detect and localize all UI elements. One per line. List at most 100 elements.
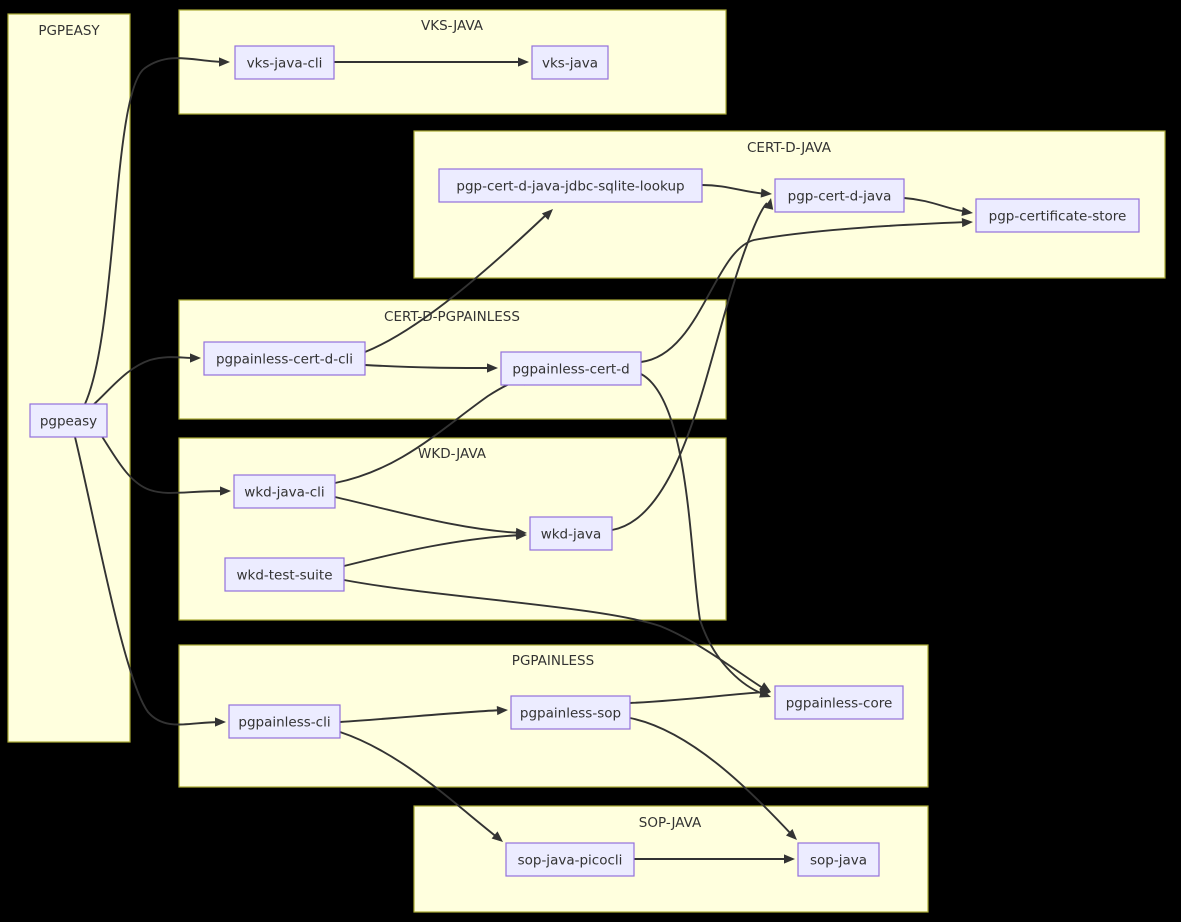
cluster-label-wkd_java: WKD-JAVA xyxy=(418,446,487,462)
node-box-pgpeasy[interactable] xyxy=(29,403,108,438)
node-label-pgp-cert-d-java-jdbc-sqlite-lookup: pgp-cert-d-java-jdbc-sqlite-lookup xyxy=(456,179,684,195)
node-box-sop-java[interactable] xyxy=(797,842,880,877)
edge-pgpainless-cli-to-pgpainless-sop xyxy=(339,705,508,723)
node-wkd-test-suite[interactable]: wkd-test-suite xyxy=(224,557,345,592)
edge-arrowhead xyxy=(219,57,230,67)
cluster-label-cert_d_pgpainless: CERT-D-PGPAINLESS xyxy=(384,309,520,325)
node-pgp-cert-d-java[interactable]: pgp-cert-d-java xyxy=(774,178,905,213)
node-box-wkd-test-suite[interactable] xyxy=(224,557,345,592)
node-label-vks-java: vks-java xyxy=(542,56,598,72)
cluster-wkd_java: WKD-JAVA xyxy=(178,437,727,621)
edge-line xyxy=(84,57,226,405)
edge-arrowhead xyxy=(496,705,508,716)
edge-arrowhead xyxy=(764,198,774,210)
edge-line xyxy=(629,691,767,704)
node-pgpainless-cli[interactable]: pgpainless-cli xyxy=(228,704,341,739)
edge-line xyxy=(343,534,523,567)
edge-arrowhead xyxy=(961,217,973,228)
nodes-layer: pgpeasy vks-java-cli vks-java pgp-cert-d-ja… xyxy=(29,45,1140,877)
node-pgpainless-cert-d-cli[interactable]: pgpainless-cert-d-cli xyxy=(203,341,366,376)
edge-pgpainless-sop-to-sop-java xyxy=(629,717,797,840)
node-pgp-cert-d-java-jdbc-sqlite-lookup[interactable]: pgp-cert-d-java-jdbc-sqlite-lookup xyxy=(438,168,703,203)
edge-line xyxy=(364,212,549,353)
node-pgpainless-core[interactable]: pgpainless-core xyxy=(774,685,904,720)
edge-line xyxy=(629,717,793,836)
node-box-pgpainless-core[interactable] xyxy=(774,685,904,720)
node-box-wkd-java[interactable] xyxy=(529,516,613,551)
edge-wkd-java-to-pgp-cert-d-java xyxy=(611,198,774,531)
edge-line xyxy=(339,731,499,839)
node-box-pgp-cert-d-java-jdbc-sqlite-lookup[interactable] xyxy=(438,168,703,203)
edge-arrowhead xyxy=(759,687,771,698)
edge-arrowhead xyxy=(541,209,553,220)
node-vks-java[interactable]: vks-java xyxy=(531,45,609,80)
edge-arrowhead xyxy=(785,828,797,840)
edge-arrowhead xyxy=(220,486,231,496)
node-label-sop-java: sop-java xyxy=(810,853,867,869)
node-box-vks-java[interactable] xyxy=(531,45,609,80)
node-box-sop-java-picocli[interactable] xyxy=(505,842,635,877)
node-pgpeasy[interactable]: pgpeasy xyxy=(29,403,108,438)
node-box-pgp-cert-d-java[interactable] xyxy=(774,178,905,213)
edge-line xyxy=(640,221,969,363)
edge-line xyxy=(74,436,222,726)
node-label-pgp-cert-d-java: pgp-cert-d-java xyxy=(788,189,892,205)
edge-line xyxy=(640,373,767,696)
edge-arrowhead xyxy=(491,831,503,842)
node-label-wkd-java-cli: wkd-java-cli xyxy=(244,485,324,501)
edge-line xyxy=(611,202,768,531)
node-box-pgpainless-cli[interactable] xyxy=(228,704,341,739)
node-box-pgpainless-sop[interactable] xyxy=(510,695,631,730)
edge-arrowhead xyxy=(190,353,201,363)
edge-line xyxy=(91,356,197,407)
cluster-pgpeasy: PGPEASY xyxy=(7,13,131,743)
edge-arrowhead xyxy=(515,530,527,540)
node-label-sop-java-picocli: sop-java-picocli xyxy=(518,853,623,869)
edge-line xyxy=(339,709,504,723)
cluster-label-vks_java: VKS-JAVA xyxy=(421,18,484,34)
edge-pgpeasy-to-vks-java-cli xyxy=(84,57,230,405)
node-label-pgpainless-cert-d-cli: pgpainless-cert-d-cli xyxy=(216,352,353,368)
edge-pgpeasy-to-wkd-java-cli xyxy=(94,425,231,496)
node-pgp-certificate-store[interactable]: pgp-certificate-store xyxy=(975,198,1140,233)
node-box-pgpainless-cert-d[interactable] xyxy=(500,351,642,386)
edge-arrowhead xyxy=(487,363,498,373)
edge-arrowhead xyxy=(784,854,795,864)
node-label-wkd-java: wkd-java xyxy=(541,527,602,543)
node-label-vks-java-cli: vks-java-cli xyxy=(247,56,323,72)
edge-line xyxy=(94,425,227,494)
edge-arrowhead xyxy=(518,57,529,67)
cluster-label-pgpeasy: PGPEASY xyxy=(38,23,100,39)
node-label-wkd-test-suite: wkd-test-suite xyxy=(236,568,332,584)
node-box-pgp-certificate-store[interactable] xyxy=(975,198,1140,233)
cluster-label-sop_java: SOP-JAVA xyxy=(639,815,702,831)
edge-pgpainless-sop-to-pgpainless-core xyxy=(629,687,771,704)
node-wkd-java[interactable]: wkd-java xyxy=(529,516,613,551)
node-box-wkd-java-cli[interactable] xyxy=(233,474,336,509)
edge-sop-java-picocli-to-sop-java xyxy=(634,854,795,864)
node-label-pgpainless-sop: pgpainless-sop xyxy=(520,706,621,722)
edge-pgpeasy-to-pgpainless-cli xyxy=(74,436,226,727)
node-vks-java-cli[interactable]: vks-java-cli xyxy=(234,45,335,80)
cluster-label-cert_d_java: CERT-D-JAVA xyxy=(747,140,832,156)
edge-vks-java-cli-to-vks-java xyxy=(334,57,529,67)
edge-pgp-cert-d-java-jdbc-sqlite-lookup-to-pgp-cert-d-java xyxy=(701,184,772,198)
edge-wkd-test-suite-to-wkd-java xyxy=(343,530,527,567)
node-pgpainless-sop[interactable]: pgpainless-sop xyxy=(510,695,631,730)
cluster-box-wkd_java xyxy=(178,437,727,621)
edge-arrowhead xyxy=(215,717,226,727)
node-box-pgpainless-cert-d-cli[interactable] xyxy=(203,341,366,376)
node-sop-java[interactable]: sop-java xyxy=(797,842,880,877)
edge-arrowhead xyxy=(961,206,973,217)
edge-line xyxy=(701,184,768,195)
node-box-vks-java-cli[interactable] xyxy=(234,45,335,80)
edge-pgpeasy-to-pgpainless-cert-d-cli xyxy=(91,353,201,407)
node-pgpainless-cert-d[interactable]: pgpainless-cert-d xyxy=(500,351,642,386)
node-sop-java-picocli[interactable]: sop-java-picocli xyxy=(505,842,635,877)
edge-line xyxy=(334,496,523,534)
edge-pgpainless-cert-d-cli-to-pgp-cert-d-java-jdbc-sqlite-lookup xyxy=(364,209,553,353)
cluster-box-pgpeasy xyxy=(7,13,131,743)
node-label-pgpainless-cert-d: pgpainless-cert-d xyxy=(512,362,629,378)
node-wkd-java-cli[interactable]: wkd-java-cli xyxy=(233,474,336,509)
edge-pgpainless-cert-d-to-pgp-certificate-store xyxy=(640,217,973,363)
